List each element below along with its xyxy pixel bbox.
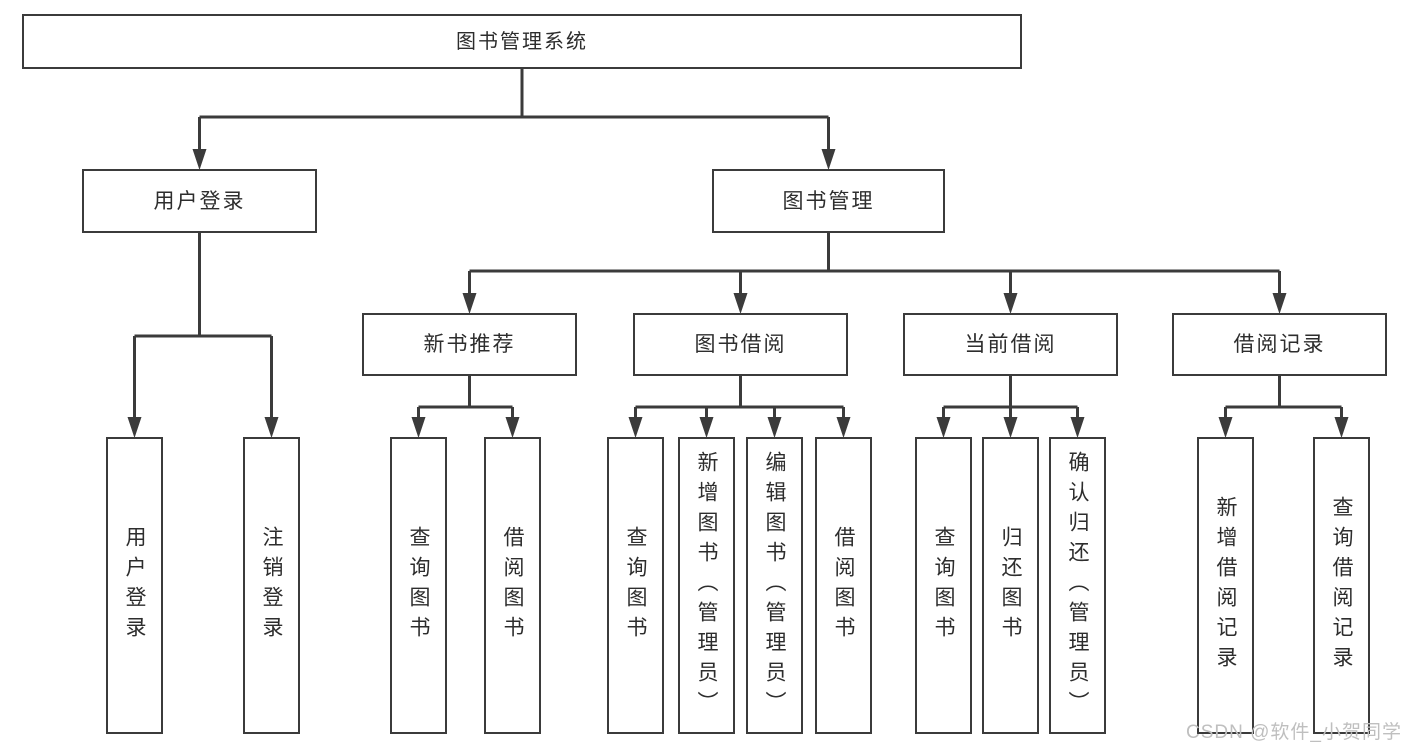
leaf-current-return-books: 归还图书 — [982, 437, 1039, 734]
connector-lines — [133, 68, 1343, 420]
node-label: 图书借阅 — [694, 333, 787, 356]
node-label: 用户登录 — [153, 189, 246, 213]
leaf-borrowing-query-books: 查询图书 — [607, 437, 664, 734]
csdn-watermark: CSDN @软件_小贺同学 — [1186, 722, 1402, 743]
leaf-label: 查询借阅记录 — [1330, 495, 1353, 676]
leaf-label: 确认归还（管理员） — [1066, 450, 1089, 721]
leaf-newbook-query-books: 查询图书 — [390, 437, 447, 734]
leaf-newbook-borrow-books: 借阅图书 — [484, 437, 541, 734]
leaf-label: 查询图书 — [624, 525, 647, 646]
node-label: 当前借阅 — [964, 333, 1057, 356]
node-label: 图书管理系统 — [456, 30, 588, 53]
leaf-label: 编辑图书（管理员） — [763, 450, 786, 721]
node-new-book-recommendation: 新书推荐 — [362, 313, 577, 376]
leaf-borrowing-add-books-admin: 新增图书（管理员） — [678, 437, 735, 734]
leaf-records-query-record: 查询借阅记录 — [1313, 437, 1370, 734]
leaf-label: 归还图书 — [999, 525, 1022, 646]
leaf-label: 查询图书 — [932, 525, 955, 646]
leaf-logout: 注销登录 — [243, 437, 300, 734]
node-user-login: 用户登录 — [82, 169, 317, 233]
leaf-borrowing-edit-books-admin: 编辑图书（管理员） — [746, 437, 803, 734]
leaf-label: 借阅图书 — [832, 525, 855, 646]
node-label: 新书推荐 — [423, 333, 516, 356]
leaf-current-query-books: 查询图书 — [915, 437, 972, 734]
leaf-current-confirm-return-admin: 确认归还（管理员） — [1049, 437, 1106, 734]
leaf-label: 查询图书 — [407, 525, 430, 646]
arrow-head-icons — [127, 149, 1349, 438]
node-label: 图书管理 — [782, 189, 875, 213]
leaf-records-add-record: 新增借阅记录 — [1197, 437, 1254, 734]
node-current-borrowing: 当前借阅 — [903, 313, 1118, 376]
node-borrowing-records: 借阅记录 — [1172, 313, 1387, 376]
leaf-user-login: 用户登录 — [106, 437, 163, 734]
node-library-management-system: 图书管理系统 — [22, 14, 1022, 69]
node-book-borrowing: 图书借阅 — [633, 313, 848, 376]
node-book-management: 图书管理 — [712, 169, 945, 233]
leaf-label: 新增借阅记录 — [1214, 495, 1237, 676]
leaf-label: 用户登录 — [123, 525, 146, 646]
node-label: 借阅记录 — [1233, 333, 1326, 356]
leaf-label: 新增图书（管理员） — [695, 450, 718, 721]
leaf-label: 注销登录 — [260, 525, 283, 646]
leaf-label: 借阅图书 — [501, 525, 524, 646]
leaf-borrowing-borrow-books: 借阅图书 — [815, 437, 872, 734]
